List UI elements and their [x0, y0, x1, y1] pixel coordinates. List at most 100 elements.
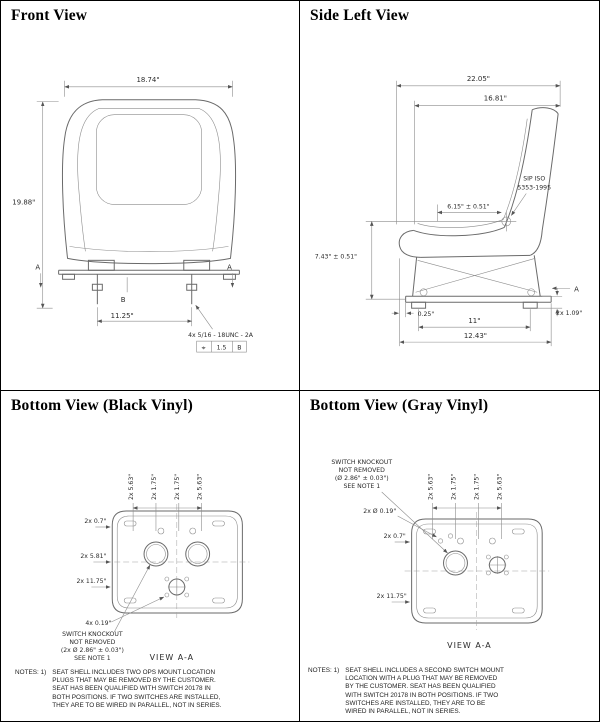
knockout-callout-line4: SEE NOTE 1 [74, 655, 111, 662]
backrest-front-edge [503, 109, 533, 228]
ops-plug-right [185, 541, 211, 567]
dim-label-foot-height: 2x 1.09" [556, 310, 582, 317]
corner-slot [212, 597, 225, 604]
mount-hole [157, 527, 165, 535]
bottom-gray-dimension-lines [381, 491, 502, 604]
gdt-tolerance: 1.5 [217, 345, 227, 352]
small-hole [504, 570, 509, 576]
bolt-nut-right [186, 283, 198, 291]
bolt-nut-left [91, 283, 103, 291]
mount-hole [189, 527, 196, 535]
pan-bottom [420, 254, 531, 258]
notes-label: NOTES: 1) [308, 667, 340, 674]
seat-inner-seam [77, 108, 221, 186]
gdt-symbol: ⌖ [202, 344, 206, 352]
front-gdt-frame [196, 340, 247, 353]
datum-label: B [121, 296, 126, 304]
panel-title-bottom-gray: Bottom View (Gray Vinyl) [310, 397, 489, 414]
dim-label-bolt-spacing: 11.25" [111, 312, 134, 320]
foot-rear [522, 301, 538, 309]
leader-line-sip [511, 193, 527, 216]
dim-label-left-1: 2x 0.7" [84, 518, 106, 525]
small-hole [486, 570, 491, 576]
dim-label-rail-span: 11" [468, 317, 480, 325]
side-dimension-lines [365, 80, 571, 347]
panel-front-view: Front View [1, 1, 300, 391]
dim-label-back-depth: 16.81" [484, 95, 507, 103]
front-view-drawing: 18.74" 19.88" 11.25" A A B 4x 5/16 - 18U… [12, 76, 254, 353]
backrest-inset [96, 114, 202, 205]
panel-bottom-view-black: Bottom View (Black Vinyl) [1, 391, 300, 721]
notes-label: NOTES: 1) [15, 669, 47, 676]
notes-gray: NOTES: 1) SEAT SHELL INCLUDES A SECOND S… [308, 667, 594, 716]
dim-label-left-1: 2x 0.7" [384, 533, 406, 540]
front-seat-outline [58, 99, 240, 305]
small-hole [504, 554, 509, 560]
corner-slot [423, 528, 436, 535]
small-hole [486, 554, 491, 560]
dim-label-overall-depth: 22.05" [467, 75, 490, 83]
panel-title-front-view: Front View [11, 7, 88, 24]
dim-label-base-depth: 12.43" [464, 332, 487, 340]
gdt-frame-box [196, 340, 247, 353]
small-hole [184, 592, 190, 598]
corner-slot [511, 607, 525, 614]
front-dimension-lines [36, 80, 235, 330]
dim-label-left-3: 2x 11.75" [76, 578, 106, 585]
roller-rear [527, 288, 536, 297]
small-hole-019 [448, 533, 453, 539]
notes-body: SEAT SHELL INCLUDES TWO OPS MOUNT LOCATI… [52, 669, 222, 709]
knockout-callout-line2: NOT REMOVED [69, 639, 115, 646]
suspension-post-front [412, 257, 418, 297]
seat-pan-band [69, 246, 229, 252]
knockout-callout-line3: (Ø 2.86" ± 0.03") [335, 474, 389, 482]
top-dim-label-3: 2x 1.75" [174, 474, 181, 500]
cushion-top [413, 226, 505, 237]
small-hole [164, 576, 170, 582]
knockout-callout-line1: SWITCH KNOCKOUT [62, 631, 123, 638]
bolt-callout-label: 4x 5/16 - 18UNC - 2A [188, 332, 254, 339]
corner-slot [511, 528, 525, 535]
notes-black: NOTES: 1) SEAT SHELL INCLUDES TWO OPS MO… [15, 669, 287, 710]
dim-label-sip-vertical: 7.43" ± 0.51" [315, 253, 357, 260]
top-dim-label-2: 2x 1.75" [450, 474, 457, 500]
cushion-seam [417, 219, 504, 228]
corner-slot [123, 597, 137, 604]
seat-shell-outline [61, 99, 237, 265]
leader-line-knockout [381, 491, 448, 554]
top-dim-label-4: 2x 5.63" [496, 474, 503, 500]
leader-line-hole-callout [111, 596, 165, 623]
small-hole-019 [438, 538, 444, 544]
rail-tab-right [223, 273, 236, 280]
top-dim-label-2: 2x 1.75" [151, 474, 158, 500]
dim-label-width: 18.74" [136, 76, 159, 84]
dim-label-sip-horizontal: 6.15" ± 0.51" [447, 203, 489, 210]
bottom-black-shell [105, 504, 250, 620]
shell-inner-outline [416, 523, 538, 619]
bottom-gray-drawing: SWITCH KNOCKOUT NOT REMOVED (Ø 2.86" ± 0… [331, 459, 550, 650]
section-label: A [574, 285, 579, 293]
shell-outline [411, 518, 543, 624]
bottom-black-dimension-lines [91, 503, 202, 633]
sip-label-line2: 5353-1995 [517, 185, 551, 192]
panel-bottom-view-gray: Bottom View (Gray Vinyl) [300, 391, 599, 721]
leader-line-knockout [113, 564, 151, 633]
switch-plug-inner [445, 553, 466, 573]
side-seat-outline [398, 107, 559, 309]
ops-plug-left [143, 541, 169, 567]
backrest-top [532, 107, 559, 115]
view-label: VIEW A-A [447, 641, 492, 650]
side-seam-right [212, 185, 220, 252]
small-hole [164, 592, 170, 598]
shell-inner-outline [116, 515, 238, 609]
knockout-callout-line1: SWITCH KNOCKOUT [331, 459, 392, 466]
small-hole [184, 576, 190, 582]
cushion-front-lip [398, 229, 421, 258]
mount-hole [457, 537, 464, 545]
panel-title-side-left-view: Side Left View [310, 7, 410, 24]
backrest-back-edge [541, 113, 559, 231]
section-label-right: A [227, 263, 232, 271]
top-dim-label-1: 2x 5.63" [428, 474, 435, 500]
leader-line-bolt-callout [195, 304, 213, 330]
